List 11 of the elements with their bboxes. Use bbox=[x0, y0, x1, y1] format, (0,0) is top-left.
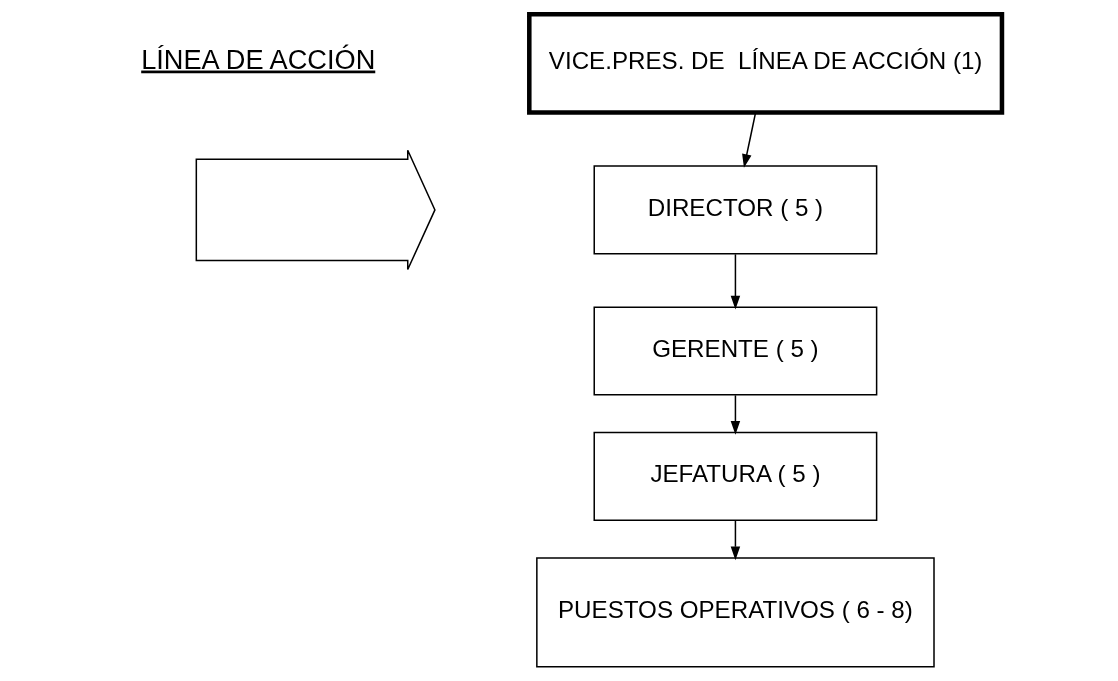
node-box: JEFATURA ( 5 ) bbox=[592, 431, 877, 521]
node-arrow bbox=[195, 149, 436, 271]
node-box: GERENTE ( 5 ) bbox=[592, 306, 877, 396]
arrow bbox=[730, 394, 740, 435]
arrow bbox=[730, 253, 740, 310]
node-box: PUESTOS OPERATIVOS ( 6 - 8) bbox=[535, 557, 935, 668]
arrow bbox=[741, 111, 756, 168]
label: LÍNEA DE ACCIÓN bbox=[140, 43, 375, 75]
node-box: VICE.PRES. DE LÍNEA DE ACCIÓN (1) bbox=[526, 12, 1004, 115]
arrow bbox=[730, 519, 740, 561]
node-box: DIRECTOR ( 5 ) bbox=[592, 165, 877, 255]
